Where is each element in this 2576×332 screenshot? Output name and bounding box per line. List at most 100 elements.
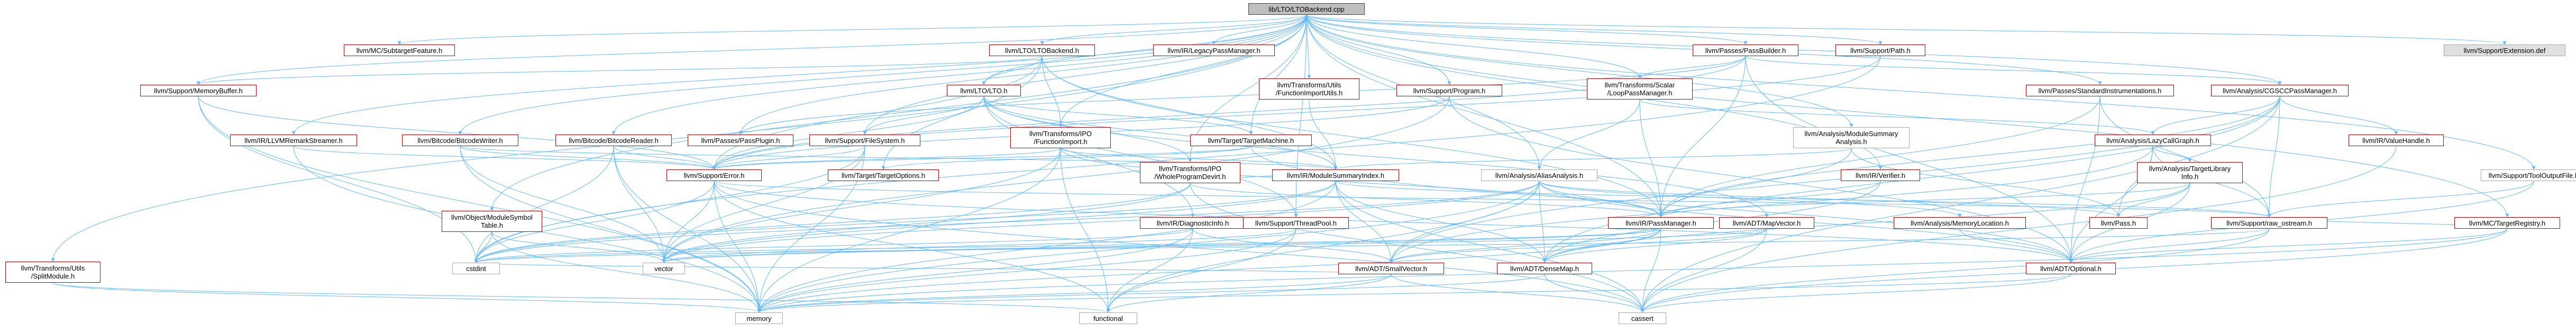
node-file-system[interactable]: llvm/Support/FileSystem.h — [809, 134, 920, 146]
node-loop-pass-manager[interactable]: llvm/Transforms/Scalar /LoopPassManager.… — [1587, 78, 1693, 100]
node-llvm-remark-streamer[interactable]: llvm/IR/LLVMRemarkStreamer.h — [230, 134, 357, 146]
edge-threadpool-to-memory — [757, 228, 1296, 313]
node-raw-ostream[interactable]: llvm/Support/raw_ostream.h — [2211, 217, 2327, 229]
edge-aliasanalysis-to-functional — [1106, 181, 1540, 313]
node-module-summary-index[interactable]: llvm/IR/ModuleSummaryIndex.h — [1272, 169, 1399, 181]
edge-bcreader-to-supporterror — [613, 146, 716, 170]
edge-lazycg-to-targetlibinfo — [2152, 146, 2192, 163]
edge-root-to-irpm — [1306, 14, 1663, 218]
node-bitcode-writer[interactable]: llvm/Bitcode/BitcodeWriter.h — [402, 134, 518, 146]
edge-optional-to-memory — [757, 274, 2071, 313]
node-ir-verifier[interactable]: llvm/IR/Verifier.h — [1841, 169, 1920, 181]
node-ir-pass-manager[interactable]: llvm/IR/PassManager.h — [1608, 217, 1714, 229]
edge-program-to-optional — [1449, 96, 2073, 263]
edge-scalarlpm-to-aliasanalysis — [1537, 99, 1640, 170]
edge-modsumidx-to-memory — [757, 181, 1336, 313]
node-function-import[interactable]: llvm/Transforms/IPO /FunctionImport.h — [1010, 127, 1111, 148]
node-cassert[interactable]: cassert — [1619, 312, 1666, 324]
node-target-library-info[interactable]: llvm/Analysis/TargetLibrary Info.h — [2137, 162, 2243, 183]
node-memory[interactable]: memory — [735, 312, 783, 324]
node-lto-h[interactable]: llvm/LTO/LTO.h — [947, 85, 1021, 96]
edge-passbuilder-to-scalarlpm — [1638, 56, 1746, 79]
edge-bcwriter-to-supporterror — [460, 146, 716, 170]
edge-supporterror-to-vector — [662, 181, 715, 263]
edge-root-to-splitmodule — [51, 14, 1307, 262]
node-alias-analysis[interactable]: llvm/Analysis/AliasAnalysis.h — [1481, 169, 1597, 181]
node-llvm-pass[interactable]: llvm/Pass.h — [2089, 217, 2148, 229]
node-value-handle[interactable]: llvm/IR/ValueHandle.h — [2349, 134, 2444, 146]
node-pass-plugin[interactable]: llvm/Passes/PassPlugin.h — [688, 134, 793, 146]
node-pass-builder[interactable]: llvm/Passes/PassBuilder.h — [1693, 44, 1798, 56]
node-thread-pool[interactable]: llvm/Support/ThreadPool.h — [1243, 217, 1349, 229]
node-legacy-pass-manager[interactable]: llvm/IR/LegacyPassManager.h — [1153, 44, 1275, 56]
node-map-vector[interactable]: llvm/ADT/MapVector.h — [1719, 217, 1814, 229]
node-mc-target-registry[interactable]: llvm/MC/TargetRegistry.h — [2454, 217, 2560, 229]
edge-root-to-remark — [291, 14, 1307, 135]
edge-lto-to-modsumidx — [983, 96, 1338, 170]
node-cgscc-pass-manager[interactable]: llvm/Analysis/CGSCCPassManager.h — [2211, 85, 2349, 96]
edge-funcimport-to-memory — [757, 148, 1061, 313]
edge-root-to-mcreg — [1306, 14, 2509, 218]
node-memory-buffer[interactable]: llvm/Support/MemoryBuffer.h — [140, 85, 257, 96]
node-module-symbol-table[interactable]: llvm/Object/ModuleSymbol Table.h — [442, 211, 542, 232]
edge-stdinstr-to-irpm — [1659, 96, 2100, 218]
node-root[interactable]: lib/LTO/LTOBackend.cpp — [1248, 3, 1365, 15]
node-support-program[interactable]: llvm/Support/Program.h — [1396, 85, 1502, 96]
edge-cgscc-to-smallvector — [1389, 96, 2280, 263]
node-mc-subtarget-feature[interactable]: llvm/MC/SubtargetFeature.h — [344, 44, 455, 56]
node-small-vector[interactable]: llvm/ADT/SmallVector.h — [1338, 263, 1444, 274]
node-lazy-call-graph[interactable]: llvm/Analysis/LazyCallGraph.h — [2095, 134, 2211, 146]
node-support-error[interactable]: llvm/Support/Error.h — [666, 169, 762, 181]
edge-supporterror-to-cstdint — [474, 181, 715, 263]
edge-passbuilder-to-optional — [1745, 56, 2073, 263]
node-cstdint[interactable]: cstdint — [452, 263, 500, 274]
node-whole-program-devirt[interactable]: llvm/Transforms/IPO /WholeProgramDevirt.… — [1140, 162, 1240, 183]
edge-root-to-passbuilder — [1306, 14, 1748, 45]
edge-bcreader-to-memory — [613, 146, 761, 313]
edge-root-to-filesystem — [863, 14, 1307, 135]
edge-funcimport-to-vector — [662, 148, 1061, 263]
edge-scalarlpm-to-irpm — [1639, 99, 1663, 218]
edge-wpd-to-cstdint — [474, 183, 1191, 263]
edge-supporterror-to-rawostream — [714, 181, 2271, 218]
edge-scalarlpm-to-lazycg — [1639, 99, 2155, 135]
edge-stdinstr-to-optional — [2069, 96, 2100, 263]
node-optional[interactable]: llvm/ADT/Optional.h — [2026, 263, 2116, 274]
edge-supporterror-to-memory — [714, 181, 761, 313]
edge-root-to-toolout — [1306, 14, 2536, 170]
node-memory-location[interactable]: llvm/Analysis/MemoryLocation.h — [1894, 217, 2026, 229]
node-vector[interactable]: vector — [643, 263, 685, 274]
edge-root-to-path — [1306, 14, 1883, 45]
node-bitcode-reader[interactable]: llvm/Bitcode/BitcodeReader.h — [555, 134, 672, 146]
node-function-import-utils[interactable]: llvm/Transforms/Utils /FunctionImportUti… — [1259, 78, 1359, 100]
edge-mapvector-to-cassert — [1640, 228, 1767, 313]
node-diagnostic-info[interactable]: llvm/IR/DiagnosticInfo.h — [1140, 217, 1246, 229]
node-standard-instrumentations[interactable]: llvm/Passes/StandardInstrumentations.h — [2026, 85, 2174, 96]
edge-membuf-to-cstdint — [198, 96, 478, 263]
edge-mapvector-to-vector — [662, 228, 1767, 263]
node-support-extension-def[interactable]: llvm/Support/Extension.def — [2444, 44, 2565, 56]
node-functional[interactable]: functional — [1079, 312, 1137, 324]
node-tool-output-file[interactable]: llvm/Support/ToolOutputFile.h — [2481, 169, 2576, 181]
node-dense-map[interactable]: llvm/ADT/DenseMap.h — [1497, 263, 1592, 274]
edge-targetmachine-to-optional — [1250, 146, 2073, 263]
node-support-path[interactable]: llvm/Support/Path.h — [1835, 44, 1925, 56]
node-target-options[interactable]: llvm/Target/TargetOptions.h — [828, 169, 939, 181]
node-module-summary-analysis[interactable]: llvm/Analysis/ModuleSummary Analysis.h — [1793, 127, 1910, 148]
edge-toolout-to-rawostream — [2267, 181, 2534, 218]
node-target-machine[interactable]: llvm/Target/TargetMachine.h — [1190, 134, 1312, 146]
edge-root-to-targetmachine — [1249, 14, 1307, 135]
edge-rawostream-to-optional — [2069, 228, 2270, 263]
edge-cgscc-to-cassert — [1640, 96, 2280, 313]
edge-aliasanalysis-to-vector — [662, 181, 1540, 263]
node-lto-backend-h[interactable]: llvm/LTO/LTOBackend.h — [989, 44, 1095, 56]
edge-bcwriter-to-memory — [460, 146, 761, 313]
edge-modsummaryanalysis-to-irpm — [1659, 148, 1852, 218]
edge-objsym-to-vector — [491, 231, 666, 263]
edge-optional-to-cassert — [1640, 274, 2071, 313]
node-split-module[interactable]: llvm/Transforms/Utils /SplitModule.h — [5, 262, 101, 283]
edge-irpm-to-cstdint — [474, 228, 1661, 263]
edge-funcimport-to-functional — [1060, 148, 1110, 313]
edge-funcimport-to-irpm — [1060, 148, 1663, 218]
edge-modsummaryanalysis-to-pass — [1851, 148, 2121, 218]
